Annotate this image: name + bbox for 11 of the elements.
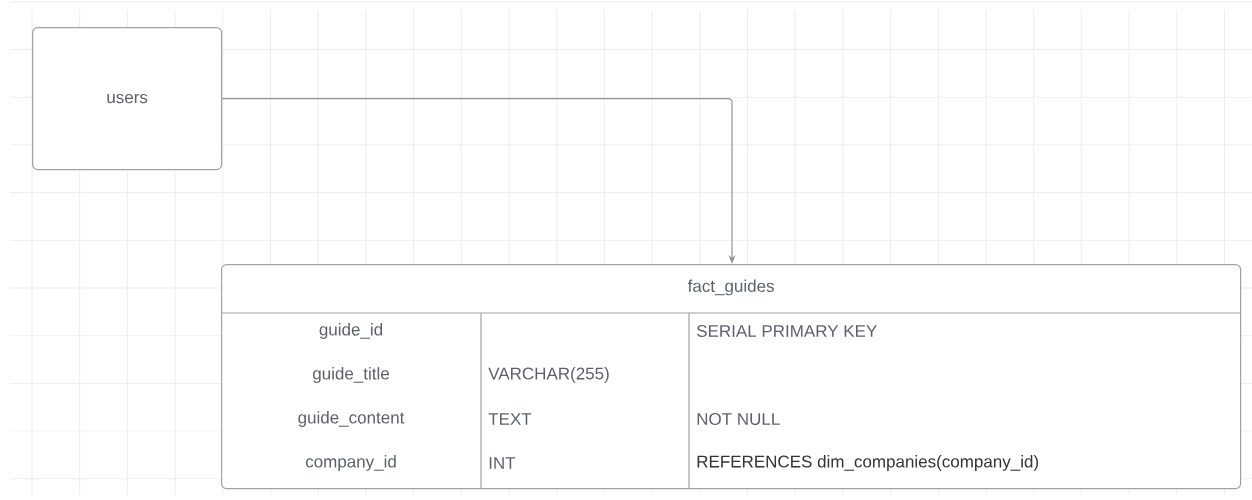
column-name: guide_content <box>298 411 405 427</box>
data-type: TEXT <box>488 413 532 425</box>
constraint-text: NOT NULL <box>697 412 780 425</box>
data-type: VARCHAR(255) <box>488 367 609 383</box>
column-name: guide_id <box>319 323 383 339</box>
column-name: company_id <box>305 455 396 471</box>
table-box: users <box>32 27 223 171</box>
constraint-text: REFERENCES dim_companies(company_id) <box>697 455 1039 471</box>
column-name: guide_title <box>313 367 389 383</box>
constraint-text: SERIAL PRIMARY KEY <box>697 324 877 337</box>
data-type: INT <box>489 457 516 469</box>
